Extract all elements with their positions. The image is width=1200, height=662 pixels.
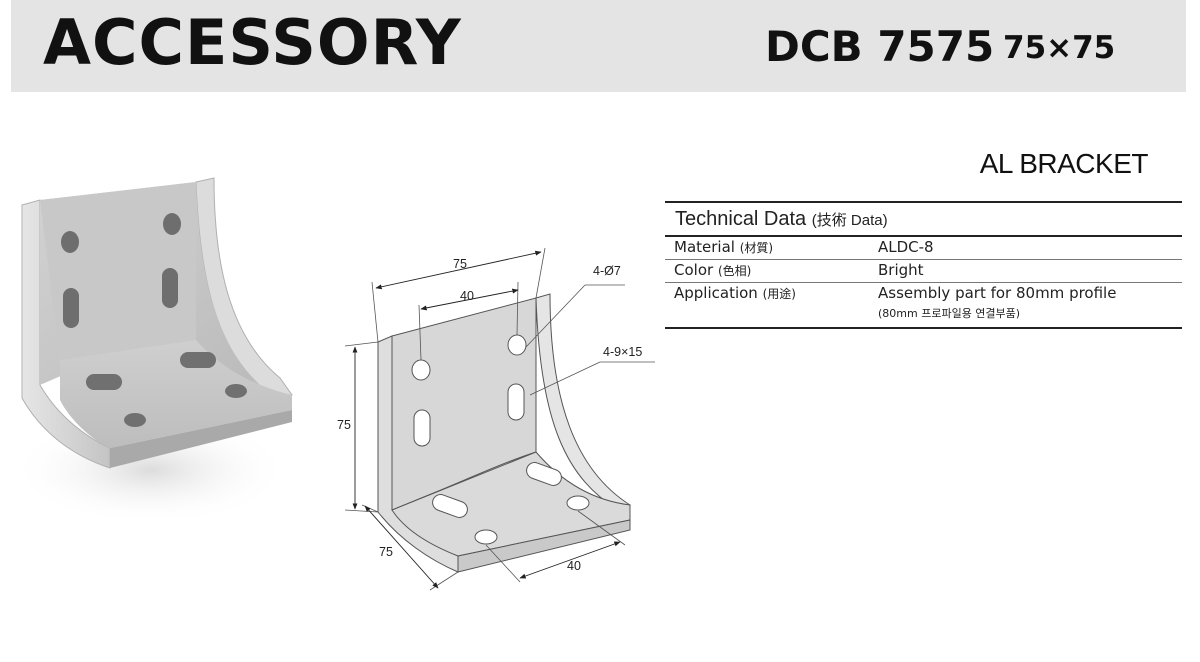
dim-depth: 75 (379, 545, 393, 559)
spec-row-color: Color (色相) Bright (665, 260, 1182, 283)
spec-row-material: Material (材質) ALDC-8 (665, 237, 1182, 260)
bracket-photo (10, 177, 293, 525)
spec-label-sub: (材質) (739, 241, 774, 255)
hole-round-callout: 4-Ø7 (593, 264, 621, 278)
model-code: DCB 7575 (765, 22, 995, 71)
technical-data-table: Technical Data (技術 Data) Material (材質) A… (665, 201, 1182, 329)
spec-label-sub: (色相) (717, 264, 752, 278)
spec-value: ALDC-8 (878, 238, 934, 256)
spec-value: Bright (878, 261, 924, 279)
spec-note: (80mm 프로파일용 연결부품) (878, 307, 1021, 320)
spec-label: Material (674, 238, 735, 256)
header-bar: ACCESSORY DCB 7575 75×75 (11, 0, 1186, 92)
spec-label: Color (674, 261, 714, 279)
model-size: 75×75 (1003, 30, 1116, 66)
hole-slot-callout: 4-9×15 (603, 345, 642, 359)
page-title: ACCESSORY (43, 6, 462, 79)
dim-top-outer: 75 (453, 257, 467, 271)
spec-label: Application (674, 284, 758, 302)
dim-top-inner: 40 (460, 289, 474, 303)
dim-height: 75 (337, 418, 351, 432)
product-name: AL BRACKET (979, 148, 1149, 179)
technical-data-heading-label: Technical Data (675, 208, 807, 230)
spec-row-application: Application (用途) Assembly part for 80mm … (665, 283, 1182, 305)
spec-value: Assembly part for 80mm profile (878, 284, 1117, 302)
dim-bottom-inner: 40 (567, 559, 581, 573)
technical-data-heading: Technical Data (技術 Data) (665, 203, 1182, 237)
bracket-dimension-drawing: 75 40 75 75 40 4-Ø7 4-9×15 (337, 247, 655, 591)
spec-label-sub: (用途) (762, 287, 796, 301)
technical-data-heading-sub: (技術 Data) (811, 212, 888, 229)
